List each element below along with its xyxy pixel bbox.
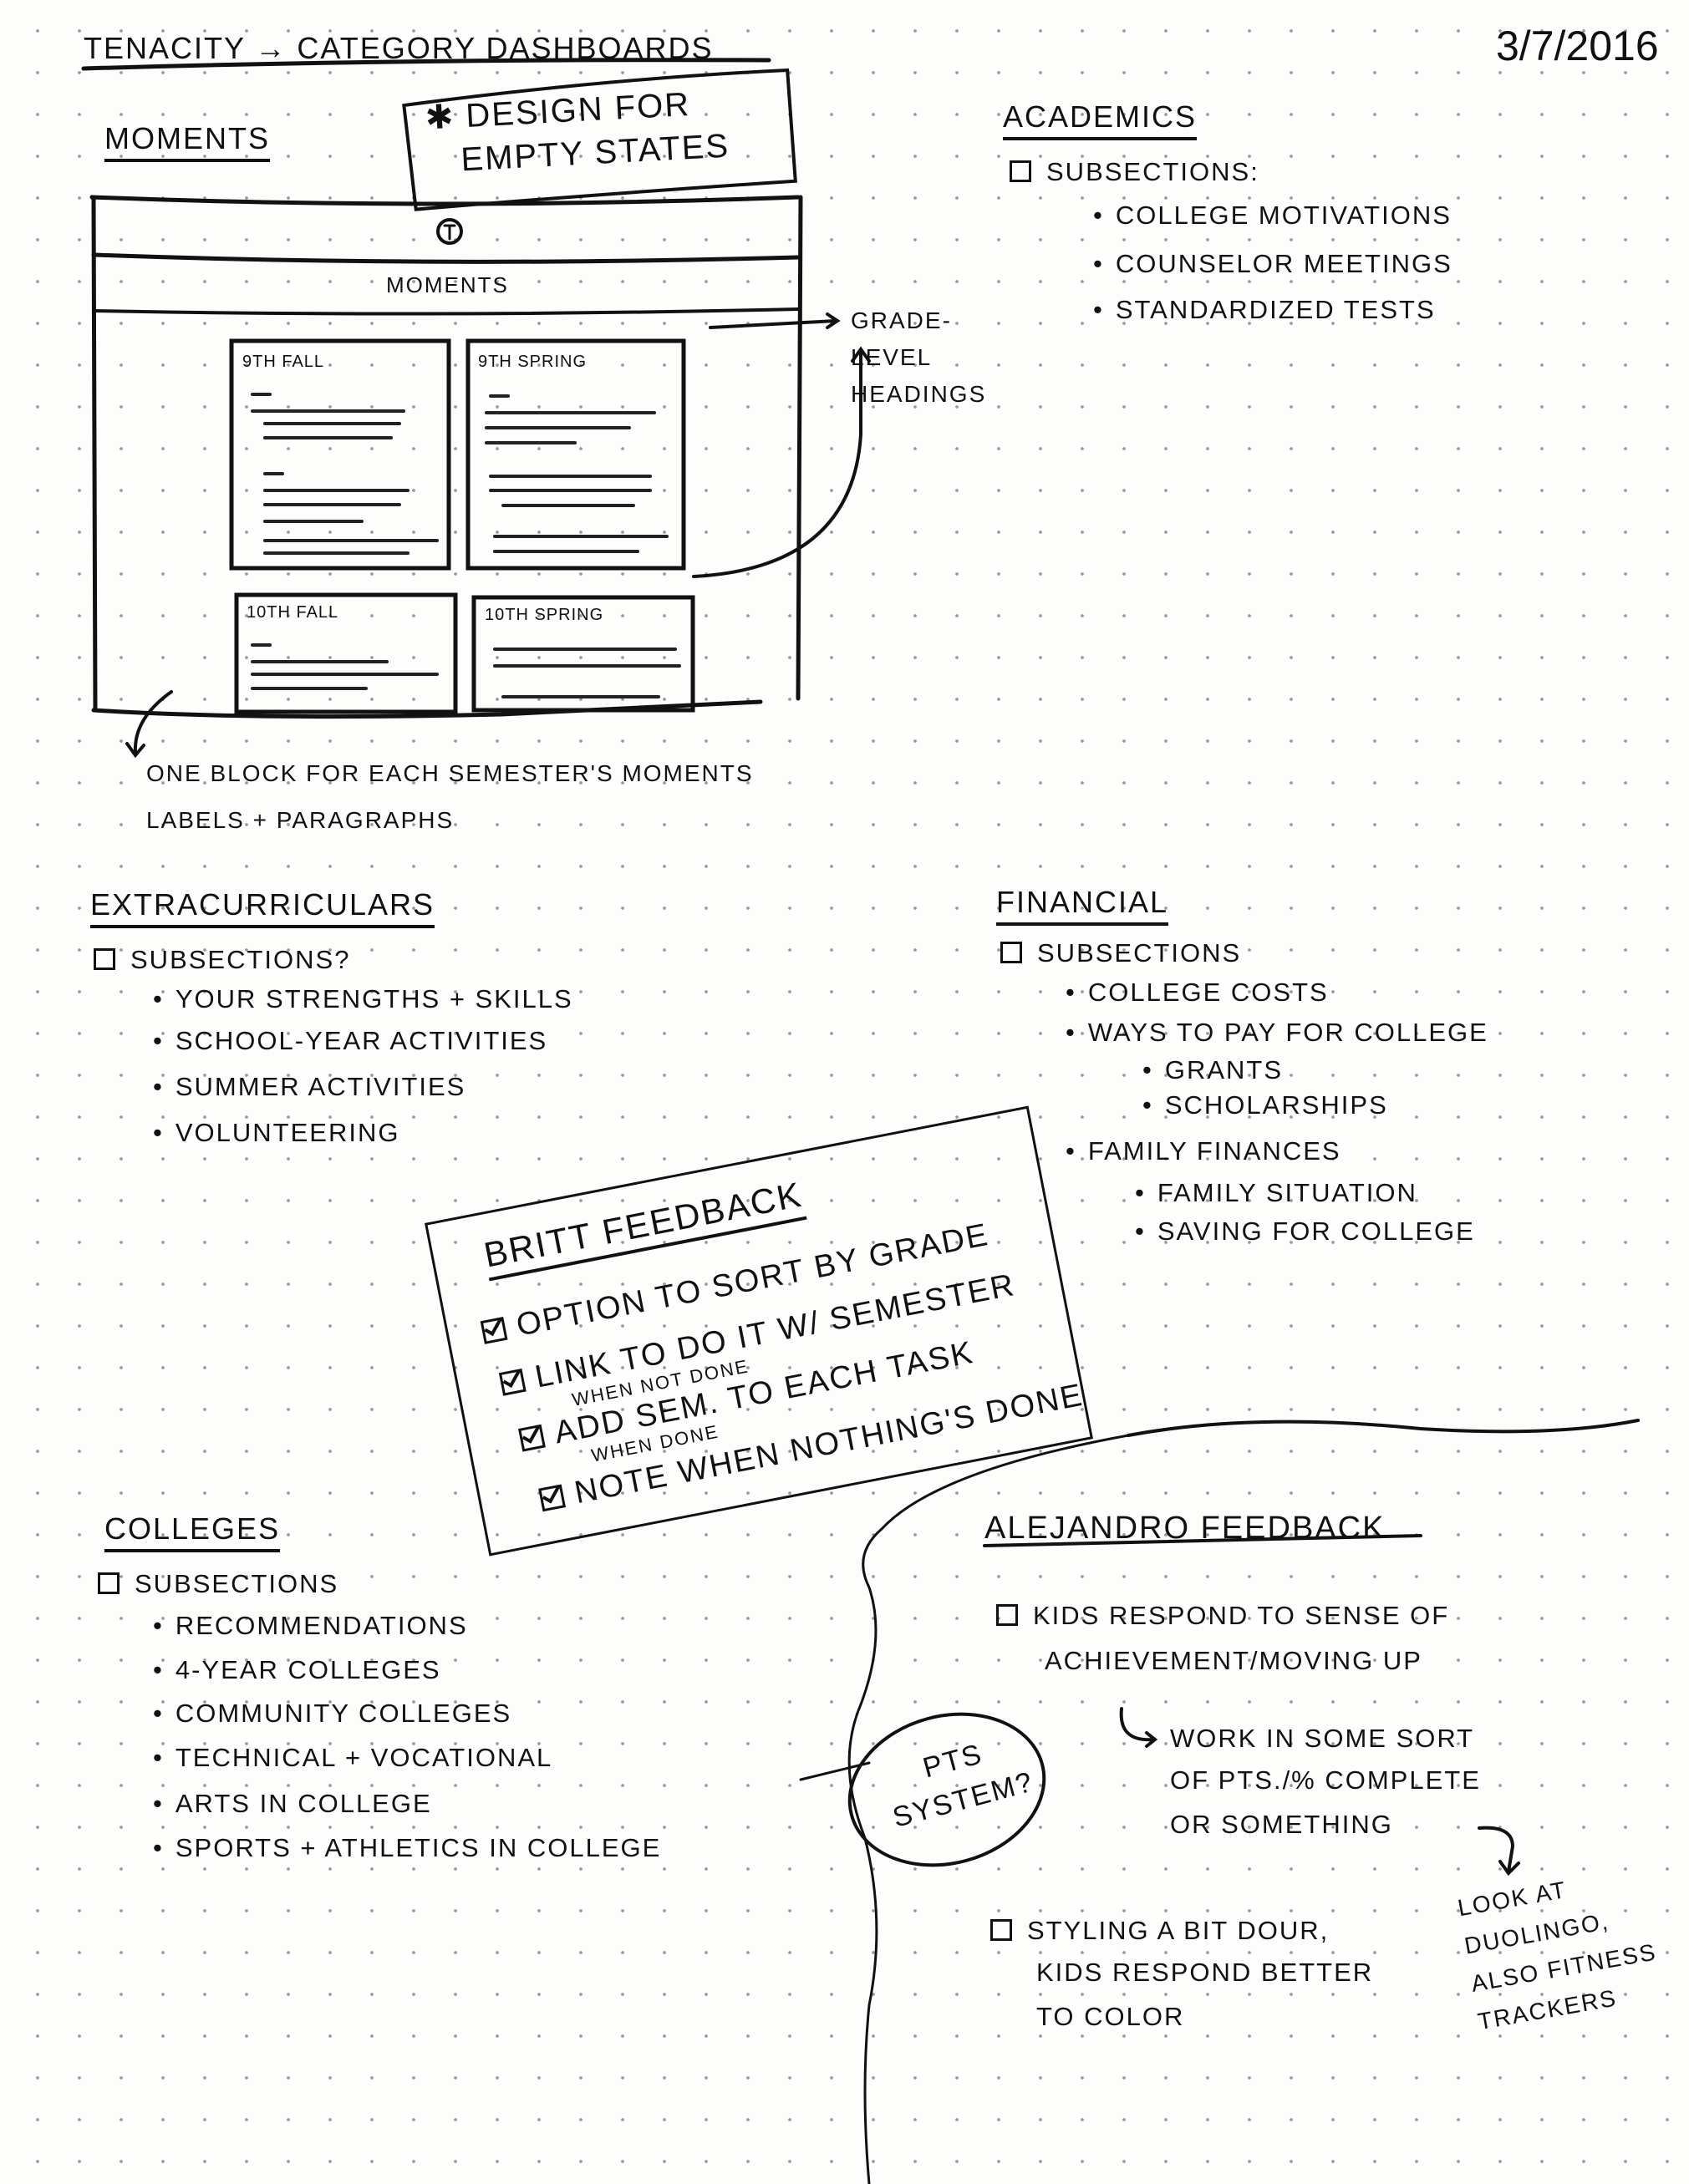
- arrow-right-icon: [1119, 1707, 1158, 1748]
- checkbox-icon: [990, 1919, 1012, 1941]
- annotation-line: Grade-: [851, 307, 952, 333]
- arrow-down-icon: [125, 690, 173, 759]
- subsections-label: Subsections?: [130, 945, 351, 974]
- card-outline: [465, 338, 686, 571]
- star-icon: ✱: [424, 98, 456, 137]
- academics-heading: Academics: [1003, 102, 1198, 140]
- list-item: Recommendations: [153, 1613, 468, 1638]
- financial-heading: Financial: [996, 887, 1169, 926]
- checkbox-icon: [94, 948, 115, 970]
- moments-heading: Moments: [104, 124, 270, 162]
- subsections-label: Subsections:: [1046, 157, 1259, 186]
- followup-text: of pts./% complete: [1170, 1765, 1481, 1795]
- list-subitem: Saving for college: [1135, 1218, 1475, 1244]
- checked-box-icon: [498, 1368, 527, 1396]
- list-subitem: Family situation: [1135, 1180, 1417, 1206]
- arrow-up-icon: [692, 346, 871, 578]
- card-outline: [234, 592, 458, 714]
- list-item: Sports + athletics in college: [153, 1835, 661, 1861]
- feedback-text: Kids respond to sense of: [1033, 1601, 1450, 1630]
- feedback-item: Kids respond to sense of: [996, 1602, 1449, 1628]
- list-subitem: Scholarships: [1142, 1092, 1388, 1118]
- list-item: Technical + vocational: [153, 1745, 552, 1770]
- followup-text: work in some sort: [1170, 1724, 1475, 1753]
- card-label: 9th Fall: [242, 353, 325, 371]
- list-item: School-year activities: [153, 1028, 547, 1054]
- divider-line: [1127, 1419, 1640, 1437]
- arrow-down-icon: [1478, 1826, 1520, 1877]
- list-item: Ways to pay for college: [1066, 1019, 1488, 1045]
- design-note: ✱ Design for empty states: [425, 86, 730, 179]
- project-title: Tenacity: [84, 31, 246, 65]
- list-item: Volunteering: [153, 1120, 399, 1145]
- page-header: Tenacity → Category Dashboards: [84, 33, 714, 63]
- list-item: College motivations: [1093, 202, 1452, 228]
- grade-level-annotation: Grade- level headings: [851, 302, 986, 413]
- list-item: Community colleges: [153, 1700, 511, 1726]
- wireframe-page-title: Moments: [386, 272, 509, 297]
- feedback-item: Styling a bit dour,: [990, 1917, 1329, 1943]
- feedback-text: to color: [1036, 2002, 1185, 2031]
- page-subtitle: Category Dashboards: [297, 31, 714, 65]
- design-note-box: [402, 68, 797, 211]
- checked-box-icon: [518, 1424, 546, 1452]
- extracurriculars-subsections: Subsections?: [94, 947, 350, 973]
- wireframe-title-divider: [92, 307, 800, 316]
- annotation-line: headings: [851, 381, 987, 407]
- arrow-to-grade-headings: [709, 312, 841, 329]
- card-label: 10th Spring: [485, 606, 604, 624]
- list-item: 4-year colleges: [153, 1657, 441, 1683]
- title-underline: [81, 58, 771, 71]
- list-item: Standardized tests: [1093, 297, 1436, 323]
- checked-box-icon: [480, 1317, 508, 1344]
- card-label: 10th Fall: [247, 603, 339, 622]
- checkbox-icon: [1000, 942, 1022, 963]
- list-item: Your strengths + skills: [153, 986, 573, 1012]
- checkbox-icon: [98, 1572, 120, 1594]
- card-outline: [229, 338, 451, 571]
- extracurriculars-heading: Extracurriculars: [90, 890, 435, 928]
- list-item: Summer activities: [153, 1074, 465, 1100]
- checkbox-icon: [996, 1604, 1018, 1626]
- card-label: 9th Spring: [478, 353, 588, 371]
- alejandro-feedback-heading: Alejandro Feedback: [984, 1511, 1386, 1546]
- financial-subsections: Subsections: [1000, 940, 1241, 966]
- academics-subsections: Subsections:: [1010, 159, 1259, 185]
- moments-caption: One block for each semester's moments: [146, 760, 754, 786]
- logo-icon: [436, 218, 463, 245]
- feedback-text: achievement/moving up: [1045, 1646, 1422, 1675]
- checkbox-icon: [1010, 160, 1031, 182]
- list-item: Counselor meetings: [1093, 251, 1452, 277]
- pts-system-bubble: [847, 1712, 1046, 1867]
- colleges-subsections: Subsections: [98, 1571, 338, 1597]
- arrow-icon: →: [255, 31, 287, 65]
- moments-caption: labels + paragraphs: [146, 807, 455, 833]
- feedback-text: Styling a bit dour,: [1027, 1916, 1330, 1945]
- wireframe-frame: [89, 195, 803, 719]
- list-item: Arts in college: [153, 1790, 432, 1816]
- list-item: College costs: [1066, 979, 1329, 1005]
- annotation-line: level: [851, 344, 933, 370]
- list-subitem: Grants: [1142, 1057, 1283, 1083]
- subsections-label: Subsections: [1037, 938, 1242, 968]
- date: 3/7/2016: [1496, 23, 1659, 69]
- card-outline: [471, 595, 695, 713]
- list-item: Family finances: [1066, 1138, 1341, 1164]
- followup-text: or something: [1170, 1810, 1393, 1839]
- wireframe-header-divider: [91, 252, 801, 264]
- subsections-label: Subsections: [135, 1569, 339, 1598]
- feedback-text: kids respond better: [1036, 1958, 1374, 1987]
- colleges-heading: Colleges: [104, 1514, 281, 1552]
- checked-box-icon: [538, 1484, 567, 1512]
